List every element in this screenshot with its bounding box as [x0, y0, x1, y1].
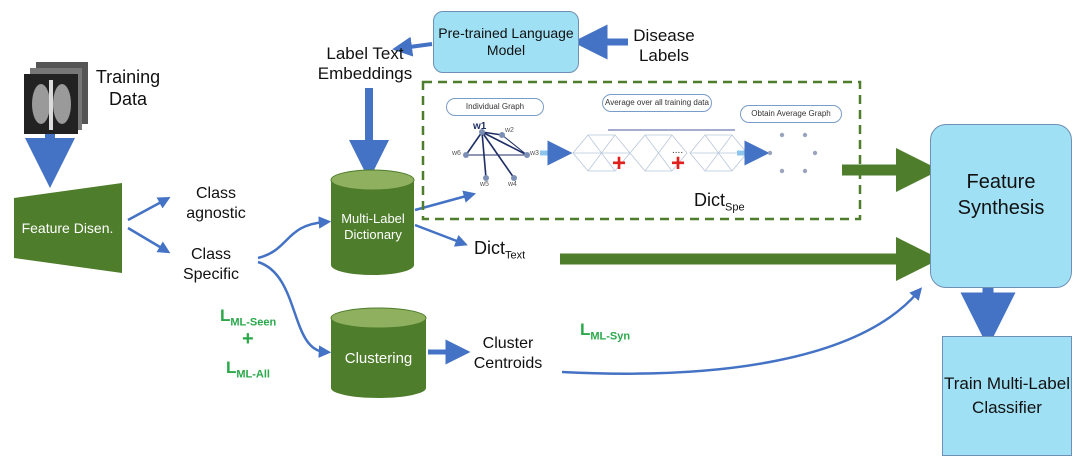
node-w4: w4 — [508, 181, 517, 188]
loss-ml-syn-main: L — [580, 320, 591, 339]
dict-spe-main: Dict — [694, 190, 725, 210]
dict-spe-sub: Spe — [725, 201, 745, 214]
loss-ml-seen: LML-Seen — [220, 306, 276, 328]
loss-ml-syn-sub: ML-Syn — [590, 330, 631, 343]
xray-stack-icon — [24, 62, 88, 134]
node-w3: w3 — [530, 150, 539, 157]
dict-spe-label: DictSpe — [694, 190, 745, 214]
average-graphs-drawing — [572, 129, 748, 172]
loss-ml-syn: LML-Syn — [580, 320, 630, 342]
loss-plus: + — [242, 328, 254, 350]
graph-dots: .... — [672, 145, 684, 156]
arrow-dict-to-text — [414, 223, 468, 247]
train-classifier-box: Train Multi-Label Classifier — [942, 336, 1072, 456]
feature-synthesis-label: Feature Synthesis — [957, 171, 1045, 219]
dict-text-main: Dict — [474, 238, 505, 258]
arrow-centroids-to-synthesis — [561, 287, 923, 375]
dict-text-sub: Text — [505, 249, 526, 262]
node-w6: w6 — [452, 150, 461, 157]
label-text-embeddings-label: Label Text Embeddings — [317, 44, 413, 83]
clustering-cylinder — [330, 307, 427, 398]
loss-ml-all-main: L — [226, 358, 237, 377]
feature-synthesis-box: Feature Synthesis — [930, 124, 1072, 288]
node-w5: w5 — [480, 181, 489, 188]
average-all-pill: Average over all training data — [602, 94, 712, 112]
node-w2: w2 — [505, 127, 514, 134]
loss-ml-all: LML-All — [226, 358, 270, 380]
graph-plus-2: + — [671, 150, 686, 177]
graph-nodes — [463, 129, 530, 181]
arrow-specific-to-dict — [257, 216, 332, 260]
arrow-specific-to-clustering — [257, 260, 332, 358]
loss-ml-seen-main: L — [220, 306, 231, 325]
dictionary-cylinder — [330, 169, 415, 275]
cluster-centroids-label: Cluster Centroids — [473, 335, 543, 372]
class-specific-label: Class Specific — [182, 246, 240, 283]
individual-graph-pill: Individual Graph — [446, 98, 544, 116]
arrow-disen-to-specific — [127, 226, 171, 254]
loss-ml-seen-sub: ML-Seen — [230, 316, 277, 329]
arrow-lm-to-embeddings — [392, 36, 433, 57]
disease-labels-label: Disease Labels — [633, 26, 695, 65]
class-agnostic-label: Class agnostic — [186, 185, 246, 222]
obtained-average-graph-drawing — [767, 132, 818, 174]
clustering-label: Clustering — [344, 349, 413, 367]
dict-spe-panel — [421, 80, 862, 221]
node-w1: w1 — [473, 121, 487, 132]
obtain-average-pill: Obtain Average Graph — [740, 105, 842, 123]
multi-label-dictionary-label: Multi-Label Dictionary — [341, 211, 405, 242]
graph-plus-1: + — [612, 150, 627, 177]
individual-graph-drawing — [465, 131, 528, 179]
arrow-disen-to-agnostic — [127, 197, 171, 222]
feature-disen-label: Feature Disen. — [21, 219, 114, 236]
training-data-label: Training Data — [95, 67, 161, 109]
dict-text-label: DictText — [474, 238, 525, 262]
feature-disen-shape — [14, 183, 122, 273]
loss-ml-all-sub: ML-All — [236, 368, 270, 381]
pretrained-lm-box: Pre-trained Language Model — [433, 11, 579, 73]
